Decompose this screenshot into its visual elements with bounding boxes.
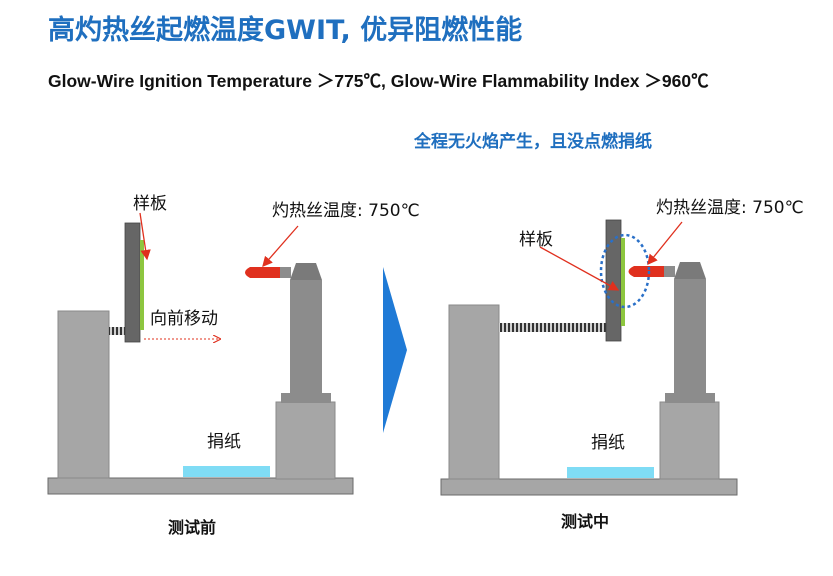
left-support-block xyxy=(57,310,110,479)
sample-plate xyxy=(140,240,144,330)
tower-lower-block xyxy=(659,401,720,480)
sample-holder xyxy=(124,222,141,343)
tower-column xyxy=(674,279,706,394)
tower-collar xyxy=(665,393,715,403)
base-plate xyxy=(47,477,354,495)
page-title: 高灼热丝起燃温度GWIT, 优异阻燃性能 xyxy=(48,15,523,46)
tower-lower-block xyxy=(275,401,336,480)
panel-during-test: 样板 灼热丝温度: 750℃ 捐纸 测试中 xyxy=(440,198,804,531)
tower-collar xyxy=(281,393,331,403)
subtitle: Glow-Wire Ignition Temperature ＞775℃, Gl… xyxy=(48,71,709,91)
caption-before: 测试前 xyxy=(168,518,216,537)
tower-cap xyxy=(674,262,706,279)
tower-column xyxy=(290,280,322,394)
wire-holder xyxy=(279,267,291,278)
spring-rod xyxy=(499,323,606,332)
result-statement: 全程无火焰产生，且没点燃捐纸 xyxy=(414,132,652,152)
sample-label: 样板 xyxy=(133,194,167,214)
paper-label: 捐纸 xyxy=(591,433,625,453)
paper-label: 捐纸 xyxy=(207,432,241,452)
wire-pointer-arrow xyxy=(647,221,683,266)
wire-pointer-arrow xyxy=(262,225,299,267)
move-forward-label: 向前移动 xyxy=(150,309,218,329)
caption-during: 测试中 xyxy=(561,512,609,531)
tower-cap xyxy=(290,263,322,280)
sample-pointer-arrow xyxy=(539,246,620,291)
sample-label: 样板 xyxy=(519,230,553,250)
transition-arrow xyxy=(383,267,407,433)
sample-holder xyxy=(605,219,622,342)
glow-wire xyxy=(245,267,280,278)
spring-rod xyxy=(109,327,125,335)
sample-pointer-arrow xyxy=(139,212,151,261)
sample-plate xyxy=(621,238,625,326)
contact-highlight-circle xyxy=(599,233,651,309)
glow-wire-temp-label: 灼热丝温度: 750℃ xyxy=(272,201,420,221)
glow-wire-temp-label: 灼热丝温度: 750℃ xyxy=(656,198,804,218)
tissue-paper xyxy=(183,466,270,477)
wire-holder xyxy=(663,266,675,277)
left-support-block xyxy=(448,304,500,480)
tissue-paper xyxy=(567,467,654,478)
panel-before-test: 样板 灼热丝温度: 750℃ 向前移动 捐纸 测试前 xyxy=(47,194,420,537)
glow-wire xyxy=(628,266,664,277)
base-plate xyxy=(440,478,738,496)
